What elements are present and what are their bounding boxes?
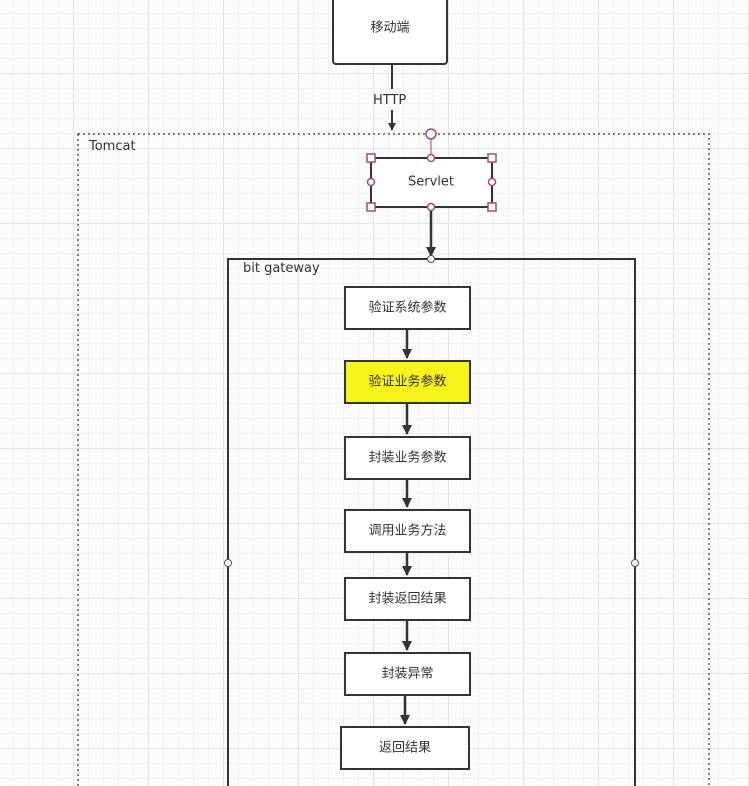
step-1[interactable]: 验证业务参数	[344, 360, 471, 404]
step-box[interactable]	[340, 726, 470, 770]
step-0[interactable]: 验证系统参数	[344, 286, 471, 330]
step-label: 封装业务参数	[368, 450, 446, 466]
resize-handle-sw[interactable]	[366, 202, 376, 212]
resize-handle-ne[interactable]	[487, 153, 497, 163]
tomcat-container[interactable]	[77, 133, 710, 786]
step-label: 封装异常	[381, 667, 433, 682]
connect-handle-right[interactable]	[487, 177, 497, 187]
step-5[interactable]: 封装异常	[344, 652, 471, 696]
step-label: 调用业务方法	[368, 523, 446, 539]
step-box[interactable]	[344, 436, 471, 480]
gateway-label: bit gateway	[243, 261, 320, 276]
gateway-connect-point-left[interactable]	[224, 559, 232, 567]
step-label: 返回结果	[379, 741, 431, 756]
step-label: 封装返回结果	[368, 592, 446, 607]
step-2[interactable]: 封装业务参数	[344, 436, 471, 480]
servlet-selection-handles[interactable]	[366, 128, 497, 212]
gateway-connect-point-top[interactable]	[427, 255, 435, 263]
connect-handle-left[interactable]	[366, 177, 376, 187]
step-label: 验证系统参数	[368, 300, 446, 316]
step-6[interactable]: 返回结果	[340, 726, 470, 770]
connect-handle-bottom[interactable]	[426, 202, 436, 212]
step-label: 验证业务参数	[368, 374, 446, 390]
step-3[interactable]: 调用业务方法	[344, 509, 471, 553]
mobile-label: 移动端	[370, 21, 409, 36]
servlet-label: Servlet	[408, 175, 454, 190]
http-label: HTTP	[373, 93, 406, 108]
step-box[interactable]	[344, 652, 471, 696]
resize-handle-se[interactable]	[487, 202, 497, 212]
gateway-connect-point-right[interactable]	[631, 559, 639, 567]
rotate-handle[interactable]	[425, 128, 437, 140]
step-box[interactable]	[344, 509, 471, 553]
resize-handle-nw[interactable]	[366, 153, 376, 163]
connect-handle-top[interactable]	[426, 153, 436, 163]
step-box[interactable]	[344, 360, 471, 404]
tomcat-label: Tomcat	[88, 139, 136, 154]
step-4[interactable]: 封装返回结果	[344, 577, 471, 621]
mobile-box[interactable]	[332, 0, 448, 65]
